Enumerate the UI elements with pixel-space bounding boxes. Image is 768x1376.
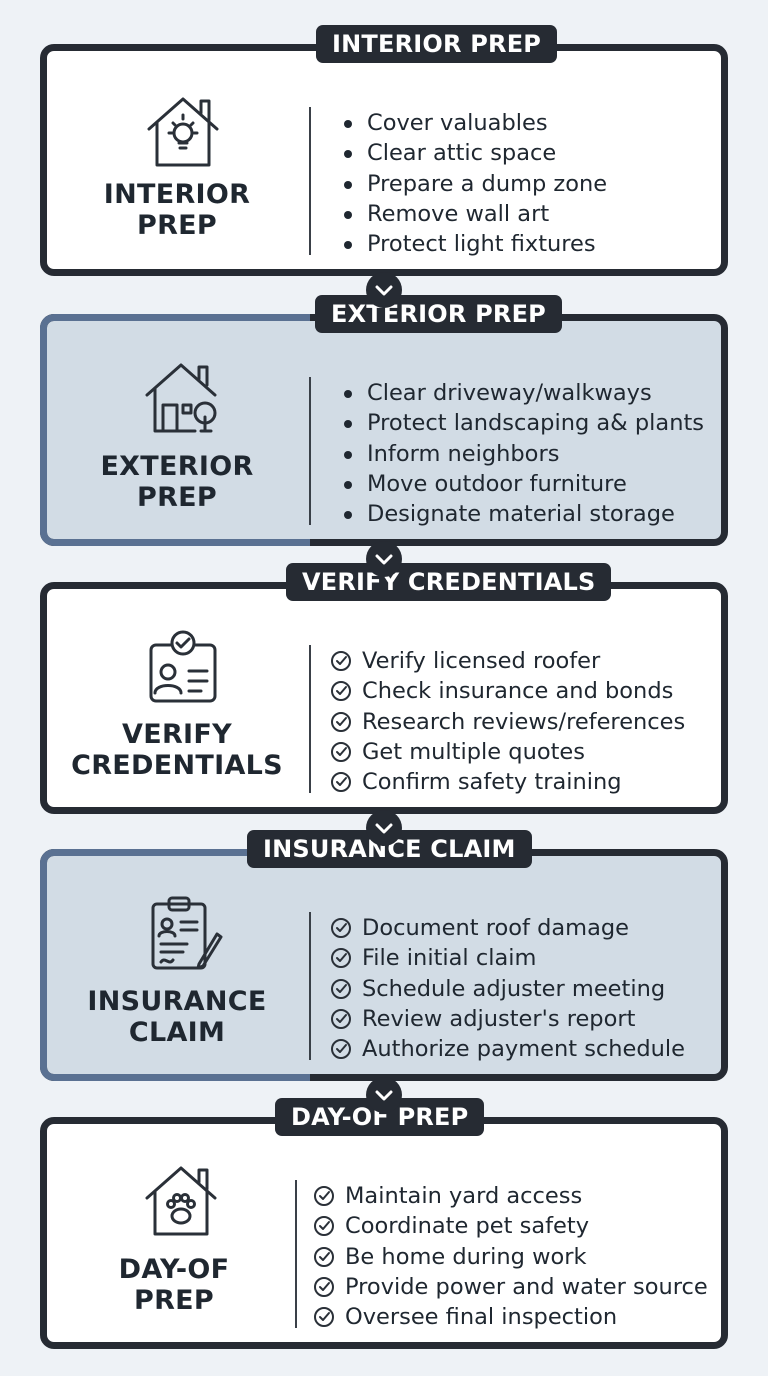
check-circle-icon [313,1306,335,1328]
check-circle-icon [313,1246,335,1268]
chevron-down-icon [366,272,402,308]
check-circle-icon [330,741,352,763]
divider [309,377,311,525]
check-circle-icon [313,1276,335,1298]
check-circle-icon [330,947,352,969]
item-text: Get multiple quotes [362,738,585,765]
item-text: Coordinate pet safety [345,1213,590,1240]
label-line: CLAIM [128,1017,226,1048]
insurance-claim-label: INSURANCE CLAIM [72,986,282,1048]
check-circle-icon [330,711,352,733]
insurance-claim-list: Document roof damage File initial claim … [330,913,685,1064]
item-text: Schedule adjuster meeting [362,975,666,1002]
list-item: File initial claim [330,943,685,973]
list-item: Move outdoor furniture [340,469,704,499]
item-text: Verify licensed roofer [362,648,601,674]
chevron-down-icon [366,541,402,577]
list-item: Check insurance and bonds [330,676,685,706]
house-paw-icon [141,1162,221,1242]
divider [295,1180,297,1328]
item-text: Oversee final inspection [345,1304,618,1331]
check-circle-icon [330,1008,352,1030]
divider [309,107,311,255]
item-text: Provide power and water source [345,1273,708,1300]
check-circle-icon [313,1185,335,1207]
exterior-prep-card: EXTERIOR PREP EXTERIOR PREP Clear drivew… [40,295,728,546]
list-item: Clear driveway/walkways [340,378,704,408]
chevron-down-icon [366,1077,402,1113]
list-item: Authorize payment schedule [330,1034,685,1064]
label-line: CREDENTIALS [71,750,283,781]
list-item: Research reviews/references [330,707,685,737]
list-item: Maintain yard access [313,1181,708,1211]
id-badge-check-icon [143,627,223,707]
verify-credentials-header: VERIFY CREDENTIALS [286,563,612,601]
list-item: Document roof damage [330,913,685,943]
check-circle-icon [330,917,352,939]
exterior-prep-label: EXTERIOR PREP [72,451,282,513]
list-item: Coordinate pet safety [313,1211,708,1241]
house-tree-icon [143,359,223,439]
item-text: Confirm safety training [362,769,622,796]
day-of-prep-card: DAY-OF PREP DAY-OF PREP Maintain yard ac… [40,1098,728,1349]
interior-prep-card: INTERIOR PREP INTERIOR PREP Cover valuab… [40,25,728,276]
label-line: DAY-OF [118,1254,230,1285]
list-item: Schedule adjuster meeting [330,974,685,1004]
list-item: Clear attic space [340,138,607,168]
verify-credentials-label: VERIFY CREDENTIALS [69,719,285,781]
divider [309,912,311,1060]
label-line: PREP [136,482,217,513]
divider [309,645,311,793]
check-circle-icon [330,650,352,672]
interior-prep-label: INTERIOR PREP [72,179,282,241]
item-text: Maintain yard access [345,1183,583,1209]
check-circle-icon [313,1215,335,1237]
check-circle-icon [330,680,352,702]
label-line: PREP [133,1285,214,1316]
list-item: Review adjuster's report [330,1004,685,1034]
label-line: PREP [136,210,217,241]
list-item: Verify licensed roofer [330,646,685,676]
list-item: Designate material storage [340,499,704,529]
check-circle-icon [330,1038,352,1060]
list-item: Cover valuables [340,108,607,138]
list-item: Oversee final inspection [313,1302,708,1332]
label-line: EXTERIOR [100,451,254,482]
list-item: Provide power and water source [313,1272,708,1302]
clipboard-pen-icon [143,894,223,974]
list-item: Confirm safety training [330,767,685,797]
item-text: Authorize payment schedule [362,1036,686,1063]
insurance-claim-card: INSURANCE CLAIM INSURANCE CLAIM Document… [40,830,728,1081]
label-line: INSURANCE [87,986,267,1017]
day-of-prep-label: DAY-OF PREP [69,1254,279,1316]
house-lightbulb-icon [143,93,223,173]
item-text: Document roof damage [362,915,629,941]
check-circle-icon [330,771,352,793]
verify-credentials-card: VERIFY CREDENTIALS VERIFY CREDENTIALS Ve… [40,563,728,814]
label-line: VERIFY [122,719,232,750]
accent-border [40,849,310,1081]
verify-credentials-list: Verify licensed roofer Check insurance a… [330,646,685,797]
list-item: Prepare a dump zone [340,169,607,199]
check-circle-icon [330,978,352,1000]
accent-border [40,314,310,546]
list-item: Protect landscaping a& plants [340,408,704,438]
item-text: Research reviews/references [362,708,686,735]
interior-prep-header: INTERIOR PREP [316,25,558,63]
list-item: Protect light fixtures [340,229,607,259]
exterior-prep-header: EXTERIOR PREP [315,295,562,333]
list-item: Inform neighbors [340,439,704,469]
interior-prep-list: Cover valuables Clear attic space Prepar… [340,108,607,259]
item-text: Be home during work [345,1243,587,1270]
list-item: Be home during work [313,1242,708,1272]
exterior-prep-list: Clear driveway/walkways Protect landscap… [340,378,704,529]
item-text: Review adjuster's report [362,1005,636,1032]
item-text: File initial claim [362,945,537,972]
item-text: Check insurance and bonds [362,678,674,705]
list-item: Get multiple quotes [330,737,685,767]
chevron-down-icon [366,810,402,846]
list-item: Remove wall art [340,199,607,229]
day-of-prep-list: Maintain yard access Coordinate pet safe… [313,1181,708,1332]
label-line: INTERIOR [103,179,251,210]
